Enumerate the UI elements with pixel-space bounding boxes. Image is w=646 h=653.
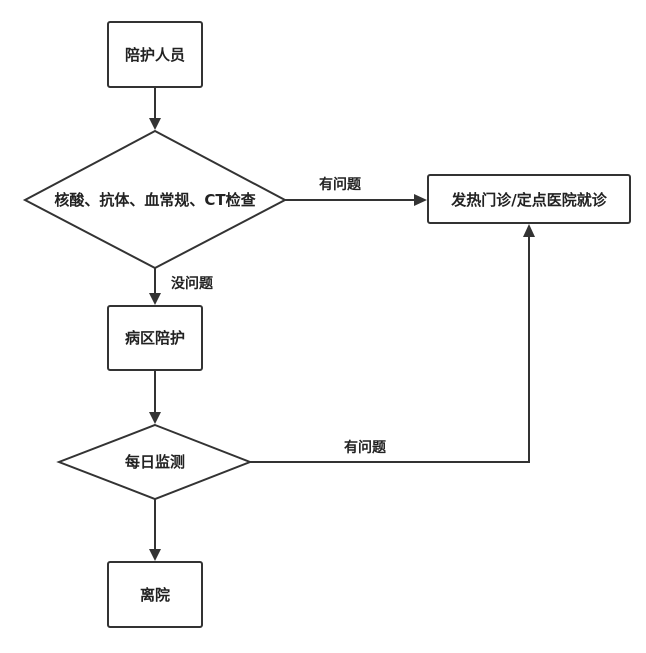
arrowhead bbox=[149, 293, 161, 305]
arrowhead bbox=[149, 412, 161, 424]
node-ward-label: 病区陪护 bbox=[125, 329, 185, 347]
arrowhead bbox=[523, 224, 535, 237]
edge-daily-to-clinic bbox=[250, 237, 530, 463]
node-daily-label: 每日监测 bbox=[125, 453, 185, 471]
node-fever-clinic-label: 发热门诊/定点医院就诊 bbox=[450, 191, 607, 209]
node-discharge-label: 离院 bbox=[140, 586, 170, 604]
node-companion-label: 陪护人员 bbox=[125, 46, 185, 64]
node-test-label: 核酸、抗体、血常规、CT检查 bbox=[54, 191, 256, 209]
edge-label-test-ok: 没问题 bbox=[171, 275, 214, 292]
arrowhead bbox=[149, 549, 161, 561]
node-fever-clinic bbox=[427, 174, 631, 224]
edge-label-test-problem: 有问题 bbox=[319, 176, 362, 193]
arrowhead bbox=[414, 194, 427, 206]
edge-label-daily-problem: 有问题 bbox=[344, 439, 387, 456]
arrowhead bbox=[149, 118, 161, 130]
node-discharge bbox=[107, 561, 203, 628]
